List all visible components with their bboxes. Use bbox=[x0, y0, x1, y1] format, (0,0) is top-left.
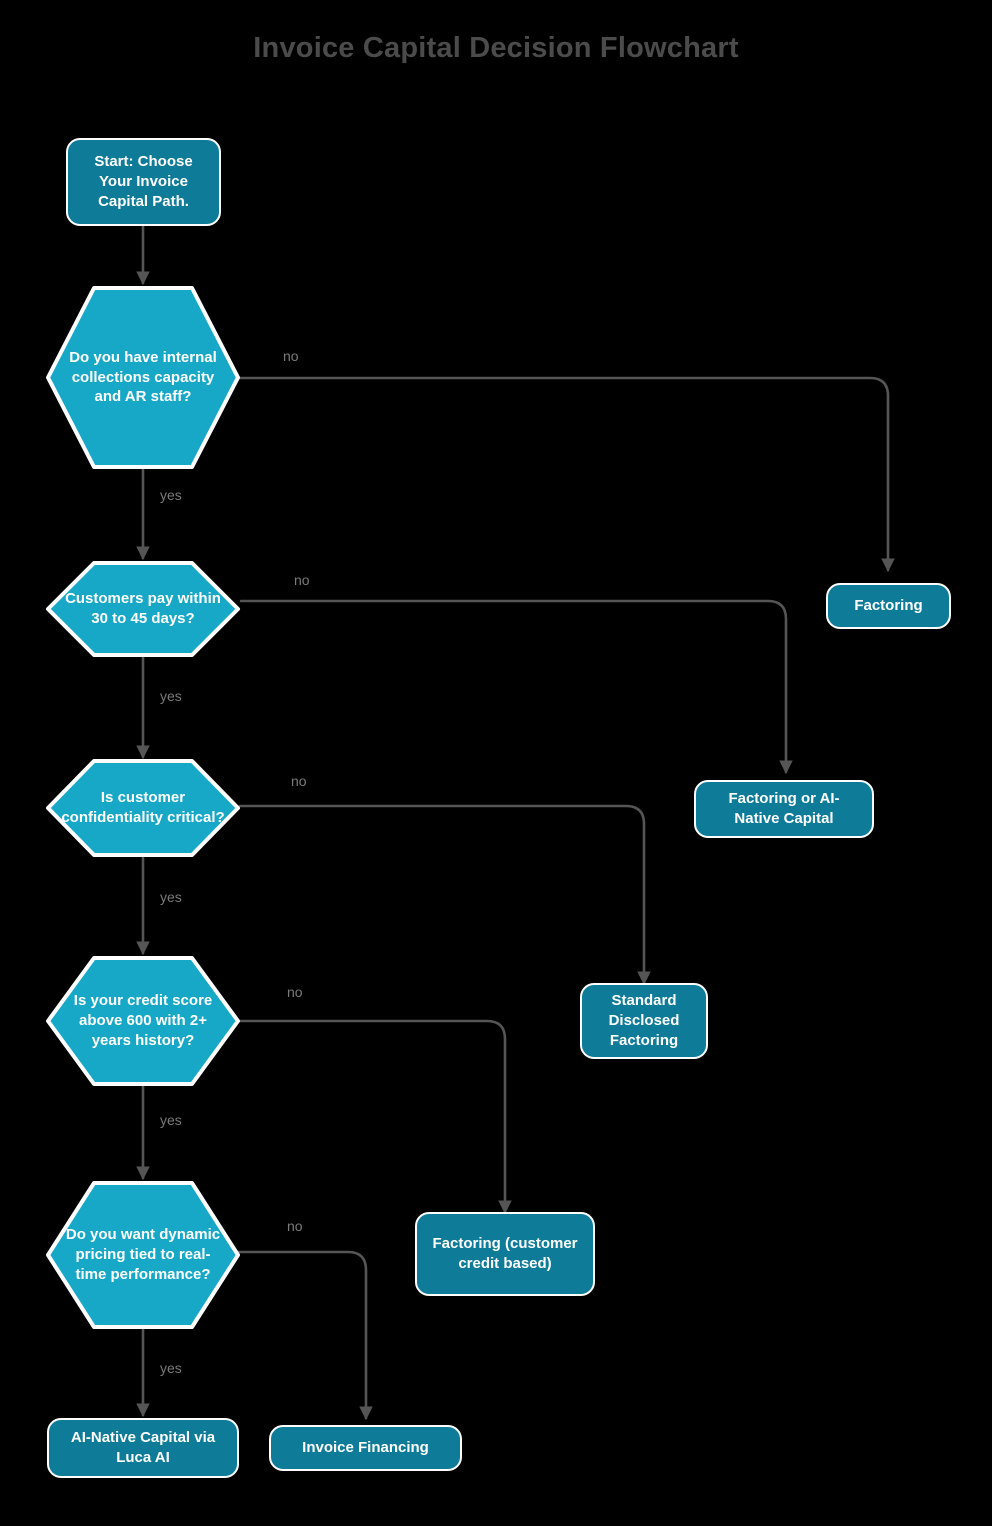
node-decision-internal-collections[interactable]: Do you have internal collections capacit… bbox=[45, 285, 241, 470]
edge-label-d2-no: no bbox=[294, 572, 310, 588]
node-decision-internal-collections-label: Do you have internal collections capacit… bbox=[69, 348, 217, 406]
node-decision-dynamic-pricing[interactable]: Do you want dynamic pricing tied to real… bbox=[45, 1180, 241, 1330]
page-title: Invoice Capital Decision Flowchart bbox=[253, 32, 739, 64]
node-standard-disclosed-factoring[interactable]: Standard Disclosed Factoring bbox=[580, 983, 708, 1059]
edge-d5-invfin bbox=[236, 1250, 373, 1421]
edge-d3-stddisc bbox=[238, 804, 651, 986]
edge-label-d5-yes: yes bbox=[160, 1360, 182, 1376]
node-start-label: Start: Choose Your Invoice Capital Path. bbox=[94, 153, 193, 210]
edge-label-d1-no: no bbox=[283, 348, 299, 364]
node-standard-disclosed-factoring-label: Standard Disclosed Factoring bbox=[608, 992, 680, 1049]
node-factoring-customer-credit-label: Factoring (customer credit based) bbox=[432, 1235, 578, 1272]
node-factoring-label: Factoring bbox=[854, 597, 923, 615]
edge-d4-factcust bbox=[236, 1019, 512, 1215]
edge-label-d1-yes: yes bbox=[160, 487, 182, 503]
node-ai-native-capital-label: AI-Native Capital via Luca AI bbox=[70, 1429, 216, 1466]
edge-label-d3-no: no bbox=[291, 773, 307, 789]
node-factoring[interactable]: Factoring bbox=[826, 583, 951, 629]
node-start[interactable]: Start: Choose Your Invoice Capital Path. bbox=[66, 138, 221, 226]
node-factoring-customer-credit[interactable]: Factoring (customer credit based) bbox=[415, 1212, 595, 1296]
edge-label-d4-no: no bbox=[287, 984, 303, 1000]
edge-label-d5-no: no bbox=[287, 1218, 303, 1234]
node-decision-credit-score[interactable]: Is your credit score above 600 with 2+ y… bbox=[45, 955, 241, 1087]
node-decision-confidentiality[interactable]: Is customer confidentiality critical? bbox=[45, 758, 241, 858]
edge-label-d4-yes: yes bbox=[160, 1112, 182, 1128]
edge-d1-factoring bbox=[236, 376, 895, 573]
node-decision-confidentiality-label: Is customer confidentiality critical? bbox=[61, 789, 225, 826]
node-ai-native-capital[interactable]: AI-Native Capital via Luca AI bbox=[47, 1418, 239, 1478]
node-invoice-financing[interactable]: Invoice Financing bbox=[269, 1425, 462, 1471]
node-decision-payment-terms[interactable]: Customers pay within 30 to 45 days? bbox=[45, 560, 241, 658]
node-decision-payment-terms-label: Customers pay within 30 to 45 days? bbox=[65, 590, 221, 627]
edge-label-d2-yes: yes bbox=[160, 688, 182, 704]
edge-d2-factai bbox=[239, 599, 793, 775]
edge-label-d3-yes: yes bbox=[160, 889, 182, 905]
node-factoring-or-ai-native-label: Factoring or AI-Native Capital bbox=[728, 790, 840, 827]
node-decision-dynamic-pricing-label: Do you want dynamic pricing tied to real… bbox=[65, 1226, 221, 1283]
node-factoring-or-ai-native[interactable]: Factoring or AI-Native Capital bbox=[694, 780, 874, 838]
node-decision-credit-score-label: Is your credit score above 600 with 2+ y… bbox=[73, 992, 213, 1049]
node-invoice-financing-label: Invoice Financing bbox=[302, 1439, 429, 1457]
